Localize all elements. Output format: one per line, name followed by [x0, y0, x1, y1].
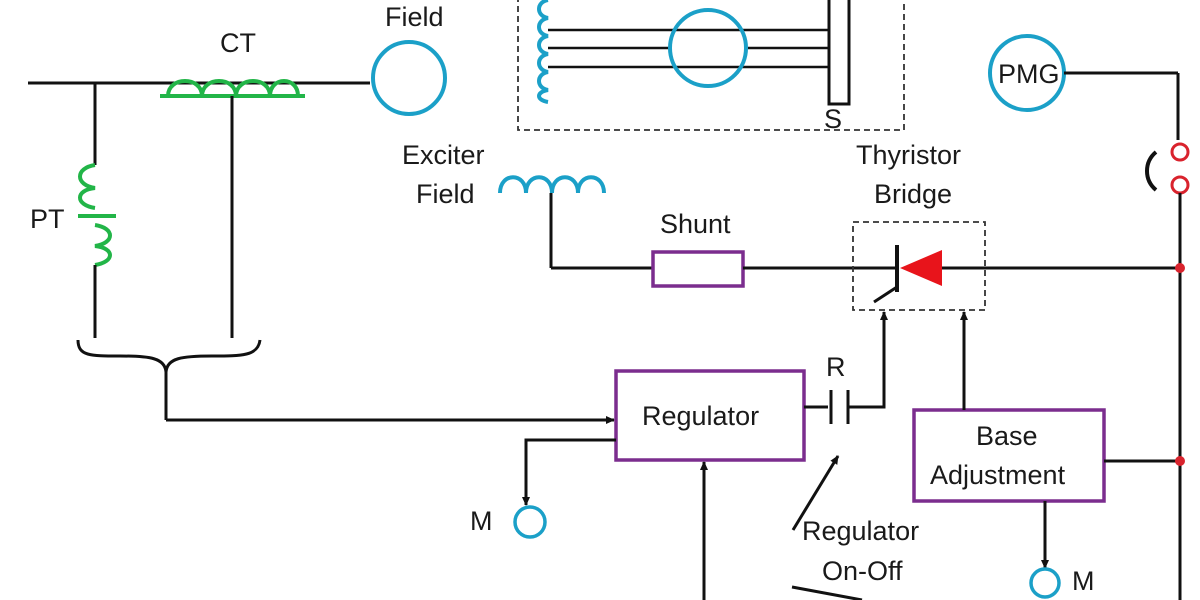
regulator-switch-arm — [791, 455, 840, 531]
shunt-label: Shunt — [660, 209, 731, 239]
meter-right-label: M — [1072, 566, 1095, 596]
machine-dashed-box — [517, 0, 905, 131]
right-contact — [1145, 142, 1190, 600]
rotor-circle — [668, 8, 748, 88]
lower-switch-arm — [791, 585, 863, 600]
base-adjustment-label-line2: Adjustment — [930, 460, 1066, 490]
shunt-resistor — [651, 250, 745, 288]
exciter-field-winding — [498, 175, 606, 194]
pt-label: PT — [30, 204, 65, 234]
meter-right — [1029, 567, 1061, 599]
base-adjustment-label-line1: Base — [976, 421, 1038, 451]
field-label: Field — [385, 2, 444, 32]
junction-dot-top — [1175, 263, 1185, 273]
exciter-field-label-line2: Field — [416, 179, 475, 209]
current-transformer — [160, 79, 305, 98]
slip-ring-bar — [827, 0, 851, 106]
thyristor-dashed-box — [852, 221, 986, 311]
meter-left — [513, 505, 547, 539]
s-label: S — [824, 104, 842, 134]
generator-field-circle — [371, 40, 447, 116]
thyristor-symbol — [873, 245, 942, 304]
regulator-onoff-label-line1: Regulator — [802, 516, 919, 546]
thyristor-label-line2: Bridge — [874, 179, 952, 209]
regulator-onoff-label-line2: On-Off — [822, 556, 903, 586]
exciter-field-label-line1: Exciter — [402, 140, 485, 170]
gate-feed-wire — [848, 311, 888, 409]
pmg-label: PMG — [998, 59, 1060, 89]
sensing-bracket — [76, 339, 615, 424]
regulator-meter-wire — [522, 438, 616, 506]
base-adjustment-block — [912, 408, 1106, 503]
thyristor-label-line1: Thyristor — [856, 140, 961, 170]
potential-transformer — [78, 83, 116, 338]
junction-dot-bottom — [1175, 456, 1185, 466]
regulator-label: Regulator — [642, 401, 759, 431]
regulator-block — [614, 369, 806, 462]
r-label: R — [826, 352, 846, 382]
machine-winding — [537, 0, 549, 104]
meter-left-label: M — [470, 506, 493, 536]
r-contact — [829, 390, 850, 424]
ct-label: CT — [220, 28, 256, 58]
